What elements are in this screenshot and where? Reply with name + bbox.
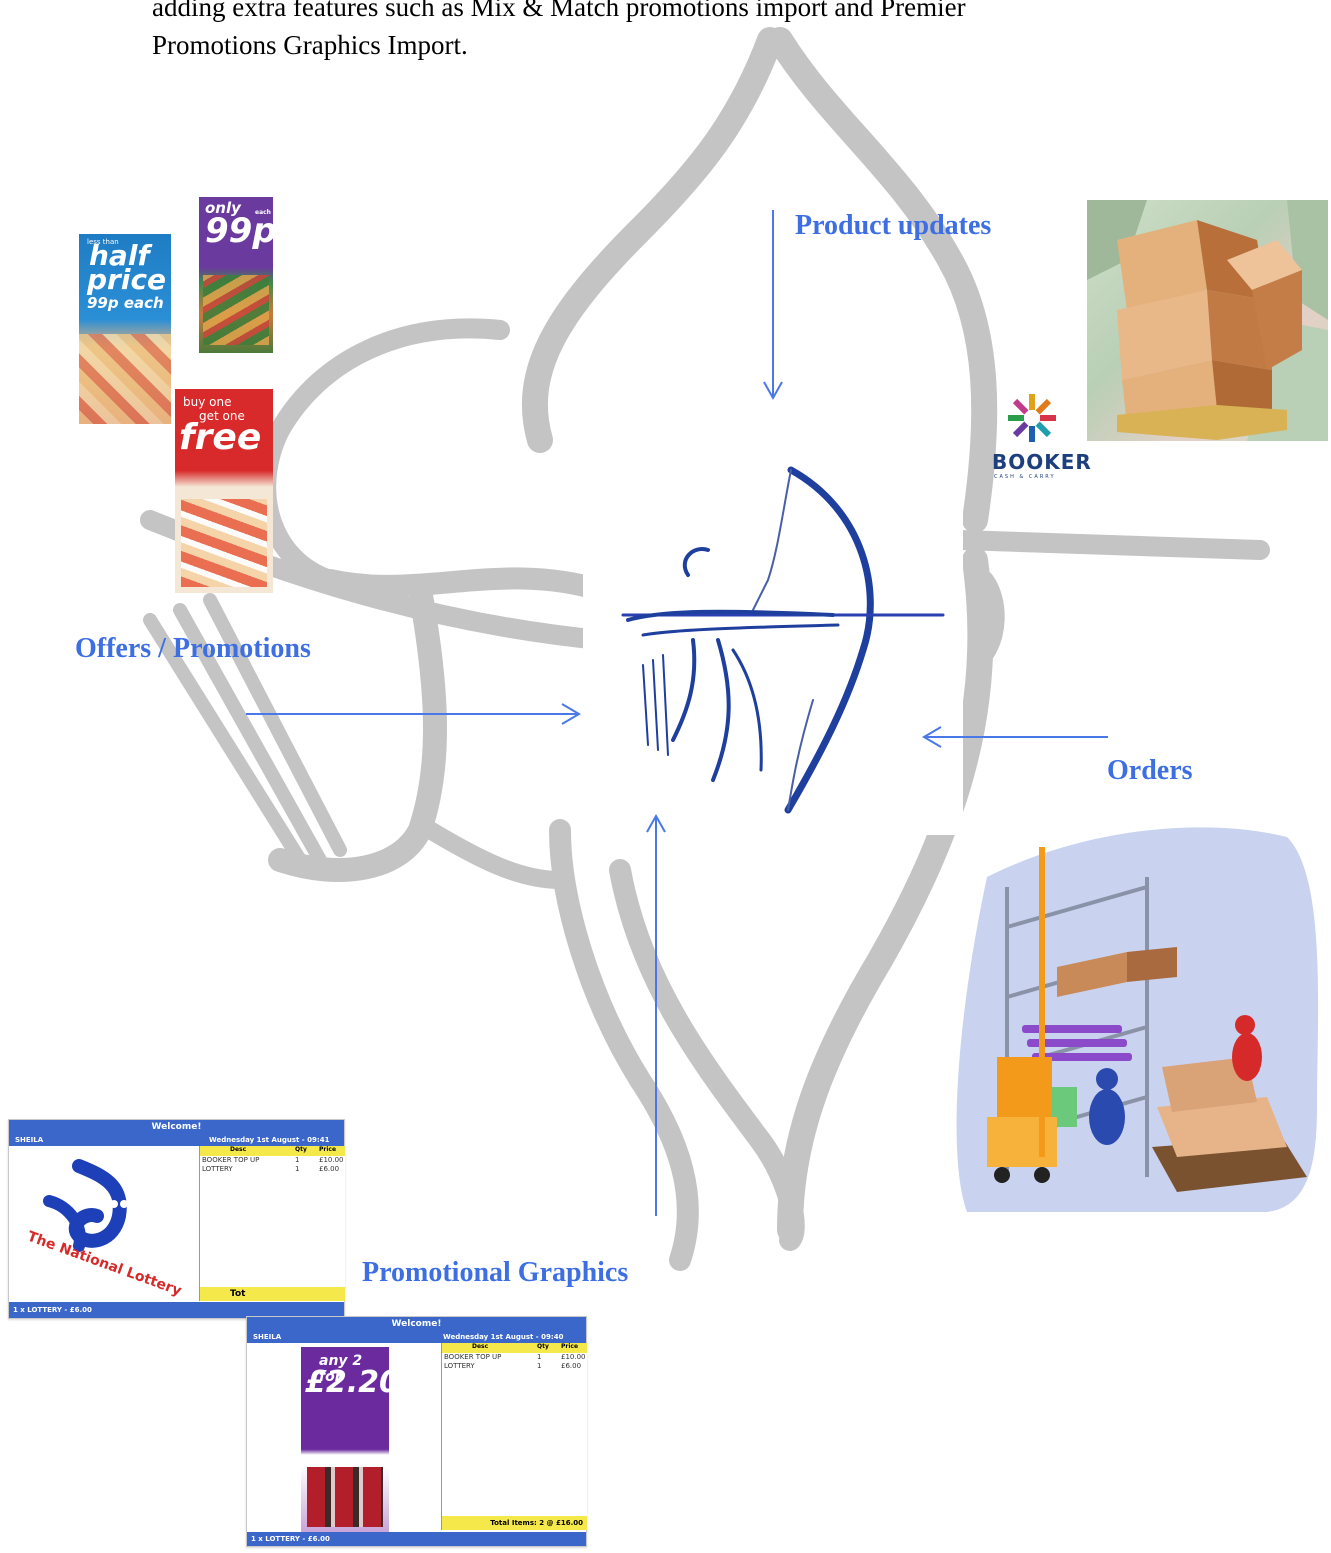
intro-text: adding extra features such as Mix & Matc… xyxy=(152,0,1252,64)
pos1-status: 1 x LOTTERY - £6.00 xyxy=(9,1302,344,1318)
archer-logo xyxy=(583,450,963,835)
warehouse-icon xyxy=(956,827,1319,1212)
promo-poster: any 2 for £2.20 xyxy=(301,1347,389,1533)
promo-bogof: buy one get one free xyxy=(175,389,273,593)
booker-name: BOOKER xyxy=(992,450,1092,474)
pos1-header: SHEILA Wednesday 1st August - 09:41 xyxy=(9,1134,344,1146)
archer-icon xyxy=(621,466,945,814)
label-orders: Orders xyxy=(1107,755,1193,786)
booker-logo: BOOKER CASH & CARRY xyxy=(990,388,1092,488)
intro-line-1: adding extra features such as Mix & Matc… xyxy=(152,0,966,22)
pos2-basket: Desc Qty Price BOOKER TOP UP 1 £10.00 LO… xyxy=(441,1343,587,1530)
booker-star-icon xyxy=(1008,394,1056,442)
pos2-row-2: LOTTERY 1 £6.00 xyxy=(444,1362,582,1370)
pos2-row-1: BOOKER TOP UP 1 £10.00 xyxy=(444,1353,586,1361)
lottery-logo: The National Lottery xyxy=(9,1146,199,1301)
label-promotional-graphics: Promotional Graphics xyxy=(362,1257,629,1288)
pos1-total: Tot xyxy=(200,1287,345,1301)
pos-screen-promo: Welcome! SHEILA Wednesday 1st August - 0… xyxy=(246,1316,587,1547)
pos1-title: Welcome! xyxy=(9,1120,344,1134)
booker-subtitle: CASH & CARRY xyxy=(994,474,1056,480)
pos-screen-lottery: Welcome! SHEILA Wednesday 1st August - 0… xyxy=(8,1119,345,1319)
promo-only-99p: only 99p each xyxy=(199,197,273,353)
promo-half-price: less than half price 99p each xyxy=(79,234,171,424)
pos2-header: SHEILA Wednesday 1st August - 09:40 xyxy=(247,1331,586,1343)
warehouse-image xyxy=(947,817,1330,1215)
pos2-title: Welcome! xyxy=(247,1317,586,1331)
pos1-row-1: BOOKER TOP UP 1 £10.00 xyxy=(202,1156,344,1164)
label-product-updates: Product updates xyxy=(795,210,992,241)
pos2-status: 1 x LOTTERY - £6.00 xyxy=(247,1532,586,1546)
boxes-icon xyxy=(1087,200,1328,441)
pos1-basket: Desc Qty Price BOOKER TOP UP 1 £10.00 LO… xyxy=(199,1146,345,1301)
pos2-total: Total Items: 2 @ £16.00 xyxy=(442,1516,587,1530)
label-offers-promotions: Offers / Promotions xyxy=(75,633,311,664)
pos2-columns: Desc Qty Price xyxy=(442,1343,587,1353)
pos1-columns: Desc Qty Price xyxy=(200,1146,345,1156)
pallet-boxes-image xyxy=(1087,200,1328,441)
crossed-fingers-icon xyxy=(43,1159,128,1252)
intro-line-2: Promotions Graphics Import. xyxy=(152,30,468,60)
pos1-row-2: LOTTERY 1 £6.00 xyxy=(202,1165,340,1173)
